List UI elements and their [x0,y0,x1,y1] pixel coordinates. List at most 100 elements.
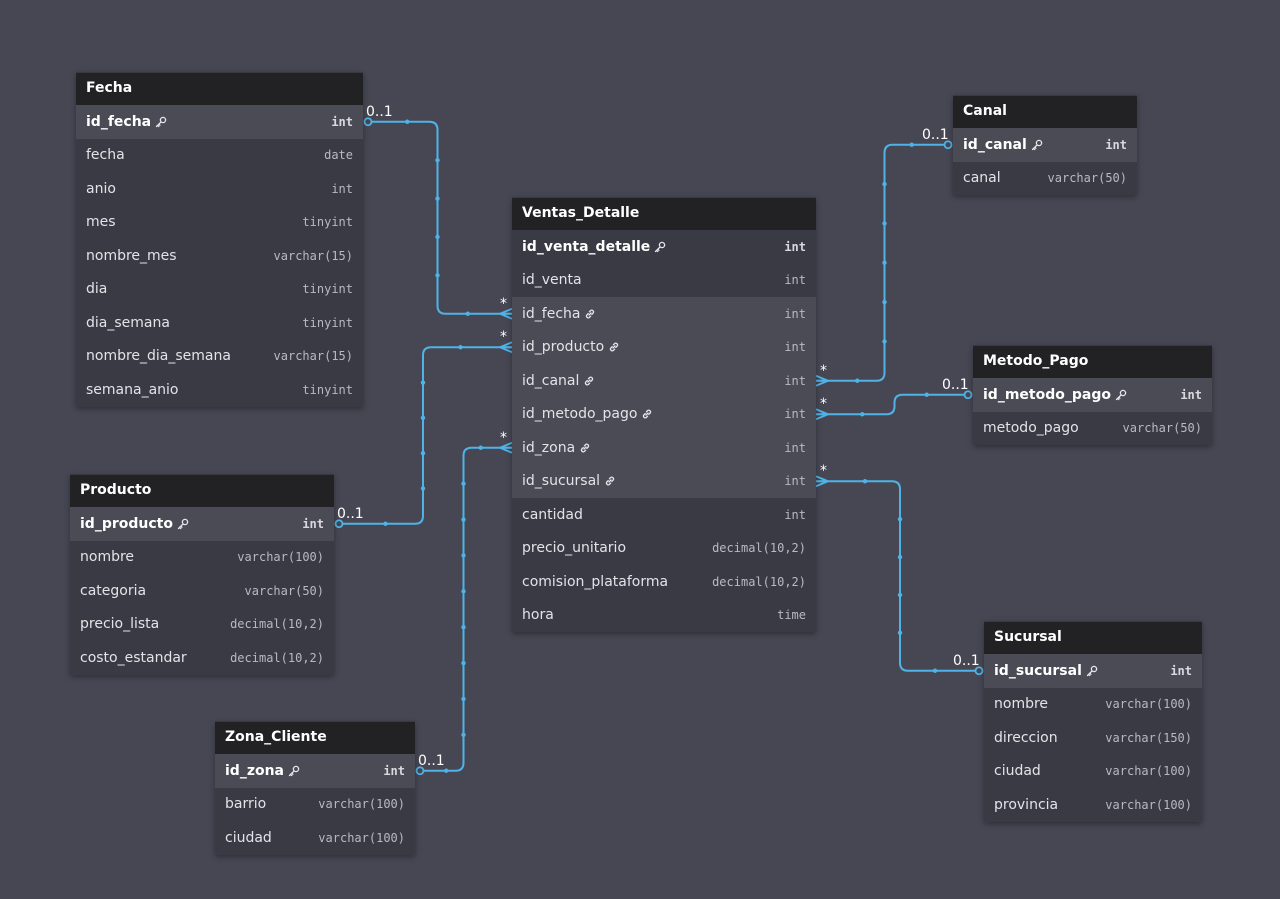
cardinality-label-many: * [500,329,507,346]
column-row[interactable]: canal varchar(50) [953,162,1137,196]
column-name: costo_estandar [80,649,187,666]
column-name-group: id_zona [522,440,591,456]
column-name-group: id_metodo_pago [983,387,1127,403]
column-name: provincia [994,796,1059,813]
column-name: id_metodo_pago [983,386,1111,403]
column-type: date [324,148,353,163]
column-row[interactable]: id_canal int [512,364,816,398]
column-name: fecha [86,147,125,164]
column-type: varchar(50) [1047,171,1127,186]
column-name-group: metodo_pago [983,420,1079,436]
column-row[interactable]: costo_estandar decimal(10,2) [70,641,334,675]
column-name-group: id_fecha [522,306,596,322]
column-name: id_canal [522,372,580,389]
column-type: int [784,239,806,254]
column-name-group: id_fecha [86,114,167,130]
column-name-group: precio_unitario [522,540,626,556]
column-name: comision_plataforma [522,573,669,590]
column-name: dia_semana [86,314,170,331]
column-type: int [784,373,806,388]
column-name: precio_unitario [522,540,627,557]
cardinality-label-one: 0..1 [366,103,393,120]
table-header[interactable]: Ventas_Detalle [512,197,816,230]
column-name: nombre_mes [86,247,177,264]
column-name: metodo_pago [983,420,1079,437]
column-type: varchar(100) [237,550,324,565]
column-type: int [784,306,806,321]
table-header[interactable]: Canal [953,95,1137,128]
table-header[interactable]: Zona_Cliente [215,721,415,754]
table-header[interactable]: Producto [70,474,334,507]
column-name-group: categoria [80,583,146,599]
column-name-group: ciudad [225,830,272,846]
column-type: varchar(100) [1105,764,1192,779]
column-type: int [784,340,806,355]
column-name: id_metodo_pago [522,406,638,423]
column-name-group: cantidad [522,507,583,523]
column-name-group: nombre [994,696,1048,712]
column-name: nombre_dia_semana [86,348,231,365]
column-row[interactable]: id_fecha int [512,297,816,331]
column-name-group: fecha [86,147,125,163]
table-producto[interactable]: Producto id_producto int nombre varchar(100)… [70,474,334,675]
column-name-group: hora [522,607,554,623]
column-type: int [302,516,324,531]
column-name-group: costo_estandar [80,650,187,666]
column-row[interactable]: id_sucursal int [984,654,1202,688]
column-name-group: id_sucursal [994,663,1098,679]
column-type: decimal(10,2) [230,650,324,665]
column-name: hora [522,607,554,624]
column-name-group: id_zona [225,763,300,779]
column-type: int [1170,663,1192,678]
key-icon [177,518,189,530]
column-row[interactable]: id_producto int [70,507,334,541]
table-header[interactable]: Sucursal [984,621,1202,654]
key-icon [1086,665,1098,677]
column-name-group: nombre [80,549,134,565]
column-type: varchar(150) [1105,730,1192,745]
column-name: canal [963,170,1001,187]
table-header[interactable]: Metodo_Pago [973,345,1212,378]
table-header[interactable]: Fecha [76,72,363,105]
column-row[interactable]: fecha date [76,139,363,173]
column-row[interactable]: nombre varchar(100) [70,541,334,575]
column-name-group: id_producto [80,516,189,532]
